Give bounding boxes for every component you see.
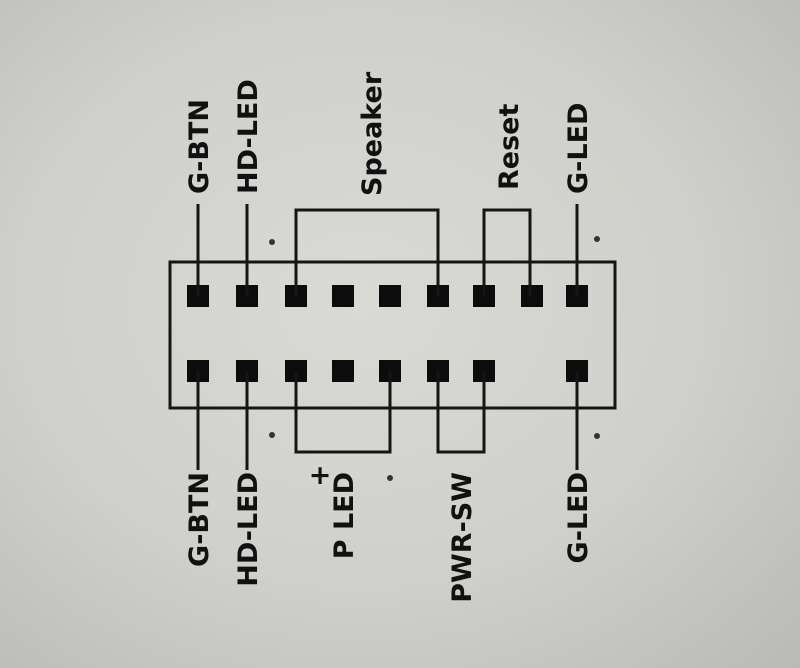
label-bottom-hd-led: HD-LED <box>233 472 264 587</box>
wire-pwr-sw-bracket <box>436 371 486 454</box>
label-bottom-g-btn: G-BTN <box>184 472 215 567</box>
pin-top-4 <box>332 285 354 307</box>
pin-top-8 <box>521 285 543 307</box>
dot-bottom-hd-led <box>269 432 275 438</box>
label-top-g-btn: G-BTN <box>184 99 215 194</box>
bottom-wires <box>196 371 579 470</box>
pin-top-5 <box>379 285 401 307</box>
connector-outline <box>168 260 617 410</box>
top-wires <box>196 204 579 296</box>
label-top-g-led: G-LED <box>563 103 594 194</box>
polarity-plus-mark: + <box>309 460 332 491</box>
wire-speaker-bracket <box>294 208 440 296</box>
label-bottom-g-led: G-LED <box>563 472 594 563</box>
dot-top-g-led <box>594 236 600 242</box>
label-top-hd-led: HD-LED <box>233 79 264 194</box>
wire-reset-bracket <box>482 208 532 296</box>
bottom-labels: G-BTN HD-LED P LED PWR-SW G-LED <box>184 472 594 603</box>
dot-top-hd-led <box>269 239 275 245</box>
dot-bottom-g-led <box>594 433 600 439</box>
label-bottom-pwr-sw: PWR-SW <box>447 472 478 603</box>
label-top-reset: Reset <box>494 104 525 190</box>
polarity-dots <box>269 236 600 481</box>
label-top-speaker: Speaker <box>357 71 388 196</box>
label-bottom-p-led: P LED <box>329 472 360 559</box>
wire-p-led-bracket <box>294 371 392 454</box>
pin-bottom-4 <box>332 360 354 382</box>
top-labels: G-BTN HD-LED Speaker Reset G-LED <box>184 71 594 196</box>
dot-bottom-p-led <box>387 475 393 481</box>
